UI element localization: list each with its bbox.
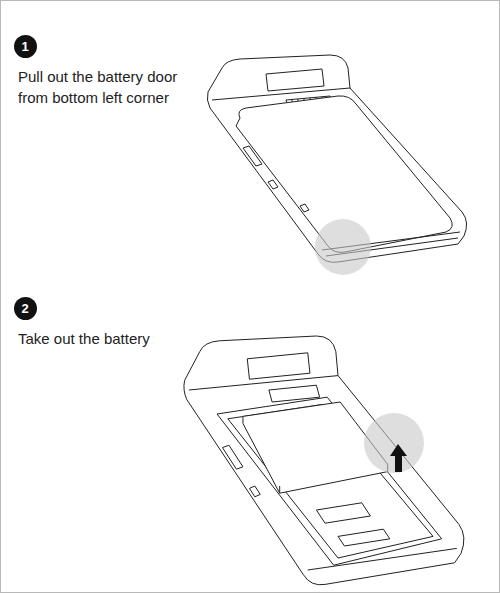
- side-button: [300, 204, 309, 212]
- terminal-body: [184, 336, 464, 585]
- compartment-detail: [316, 503, 389, 546]
- callout-circle: 2: [14, 297, 37, 320]
- lift-arrow: [390, 444, 407, 472]
- bottom-edge: [308, 548, 457, 570]
- callout-circle: 1: [14, 35, 37, 58]
- terminal-open: [184, 336, 464, 585]
- callout-number: 1: [21, 39, 28, 54]
- side-button: [249, 486, 260, 497]
- side-button: [243, 146, 262, 166]
- printer-window: [247, 353, 310, 379]
- battery-edge: [279, 486, 280, 493]
- instruction-text: Take out the battery: [18, 328, 208, 349]
- battery-compartment: [217, 397, 442, 565]
- highlight-circle: [315, 219, 371, 275]
- callout-number: 2: [21, 301, 28, 316]
- side-button: [222, 445, 243, 469]
- side-button: [268, 180, 278, 189]
- printer-window: [266, 69, 324, 91]
- highlight-circle: [364, 413, 424, 473]
- instruction-text: Pull out the battery door from bottom le…: [18, 66, 208, 108]
- battery-side: [243, 416, 388, 493]
